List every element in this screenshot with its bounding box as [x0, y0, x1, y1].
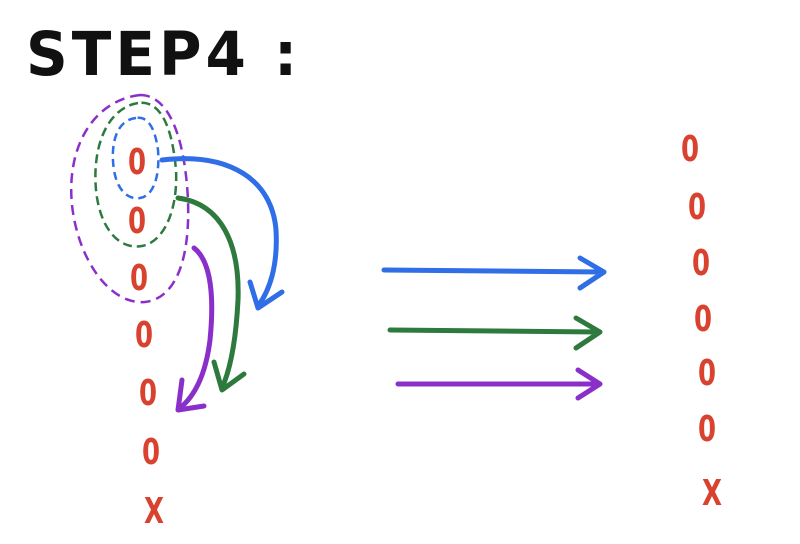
left-stack-item: X: [144, 491, 164, 532]
blue-curved-arrow: [159, 156, 279, 309]
right-stack-item: 0: [680, 129, 700, 170]
purple-dashed-loop: [69, 93, 190, 304]
right-stack-item: 0: [697, 409, 717, 450]
left-stack-item: 0: [127, 201, 147, 242]
right-stack-item: 0: [691, 243, 711, 284]
left-stack-item: 0: [129, 258, 149, 299]
right-stack-item: 0: [693, 299, 713, 340]
left-stack-item: 0: [141, 432, 161, 473]
green-straight-arrow: [387, 315, 603, 351]
purple-straight-arrow: [395, 367, 603, 401]
right-stack-item: X: [702, 473, 722, 514]
left-stack-item: 0: [127, 142, 147, 183]
blue-straight-arrow: [381, 255, 607, 291]
left-stack-item: 0: [134, 315, 154, 356]
left-stack-item: 0: [138, 373, 158, 414]
green-curved-arrow: [175, 195, 241, 391]
green-dashed-loop: [94, 101, 178, 248]
blue-dashed-loop: [111, 116, 160, 200]
right-stack-item: 0: [697, 353, 717, 394]
green-curved-arrowhead: [211, 359, 247, 393]
right-stack-item: 0: [687, 187, 707, 228]
step-title: STEP4 :: [26, 18, 302, 90]
purple-curved-arrowhead: [175, 377, 207, 413]
blue-curved-arrowhead: [247, 279, 285, 311]
purple-curved-arrow: [177, 245, 215, 411]
